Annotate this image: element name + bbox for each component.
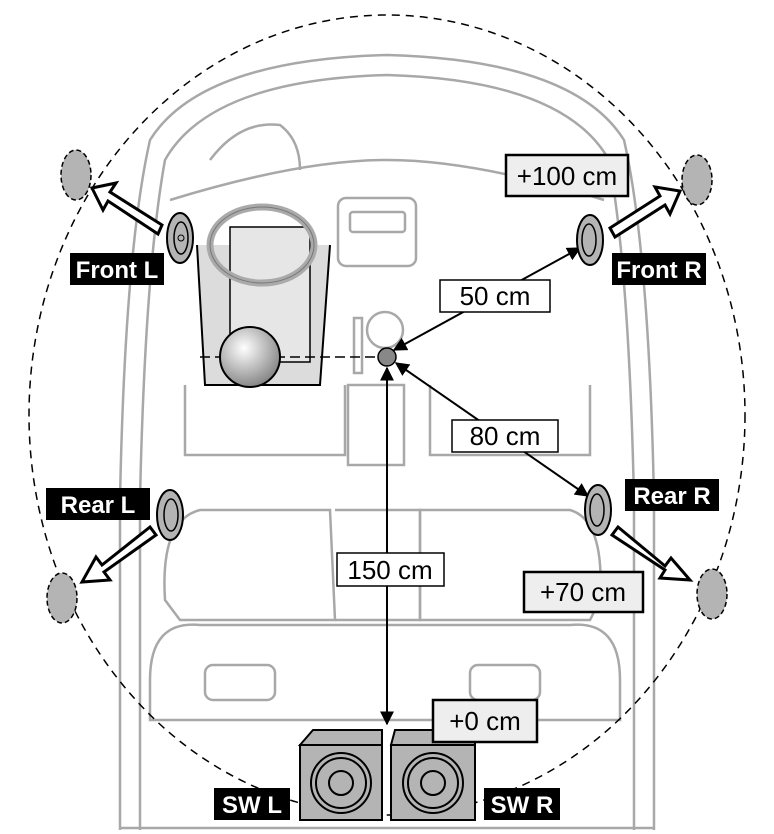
- rear-right-offset-box: [522, 570, 645, 614]
- equidistant-circle: [28, 14, 746, 816]
- front-left-label: Front L: [76, 257, 159, 284]
- rear-distance-box: [451, 419, 559, 453]
- front-right-shift-arrow: [608, 185, 683, 240]
- front-right-label: Front R: [616, 257, 701, 284]
- front-distance-box: [439, 279, 551, 313]
- listener-head: [219, 326, 281, 388]
- rear-right-label-box: [625, 479, 719, 511]
- sub-left-label: SW L: [222, 792, 282, 819]
- front-right-offset-box: [504, 153, 630, 198]
- subwoofer-left: [297, 729, 383, 821]
- sub-distance: 150 cm: [347, 555, 432, 585]
- rear-right-virtual-speaker: [696, 568, 728, 620]
- sub-right-offset-box: [431, 698, 539, 744]
- rear-right-speaker: [584, 484, 612, 536]
- front-right-speaker: [576, 214, 604, 266]
- sub-distance-box: [336, 552, 445, 587]
- rear-right-shift-arrow: [609, 524, 694, 582]
- rear-left-shift-arrow: [79, 524, 159, 584]
- sub-right-label: SW R: [491, 792, 554, 819]
- sub-right-label-box: [484, 788, 560, 820]
- front-right-label-box: [612, 253, 706, 285]
- sub-right-offset: +0 cm: [449, 706, 521, 736]
- front-left-virtual-speaker: [60, 149, 92, 201]
- sub-left-label-box: [214, 788, 290, 820]
- rear-distance: 80 cm: [470, 421, 541, 451]
- listening-position: [377, 347, 397, 367]
- rear-left-speaker: [156, 489, 184, 541]
- subwoofer-right: [389, 729, 476, 821]
- rear-left-virtual-speaker: [46, 572, 78, 624]
- rear-left-label-box: [46, 488, 150, 520]
- front-right-offset: +100 cm: [517, 161, 617, 191]
- front-left-shift-arrow: [89, 180, 164, 237]
- rear-right-label: Rear R: [633, 483, 710, 510]
- front-distance: 50 cm: [460, 281, 531, 311]
- rear-left-label: Rear L: [61, 492, 136, 519]
- front-right-virtual-speaker: [681, 154, 713, 206]
- front-left-label-box: [70, 253, 164, 285]
- rear-right-offset: +70 cm: [540, 577, 626, 607]
- front-left-speaker: [166, 212, 194, 264]
